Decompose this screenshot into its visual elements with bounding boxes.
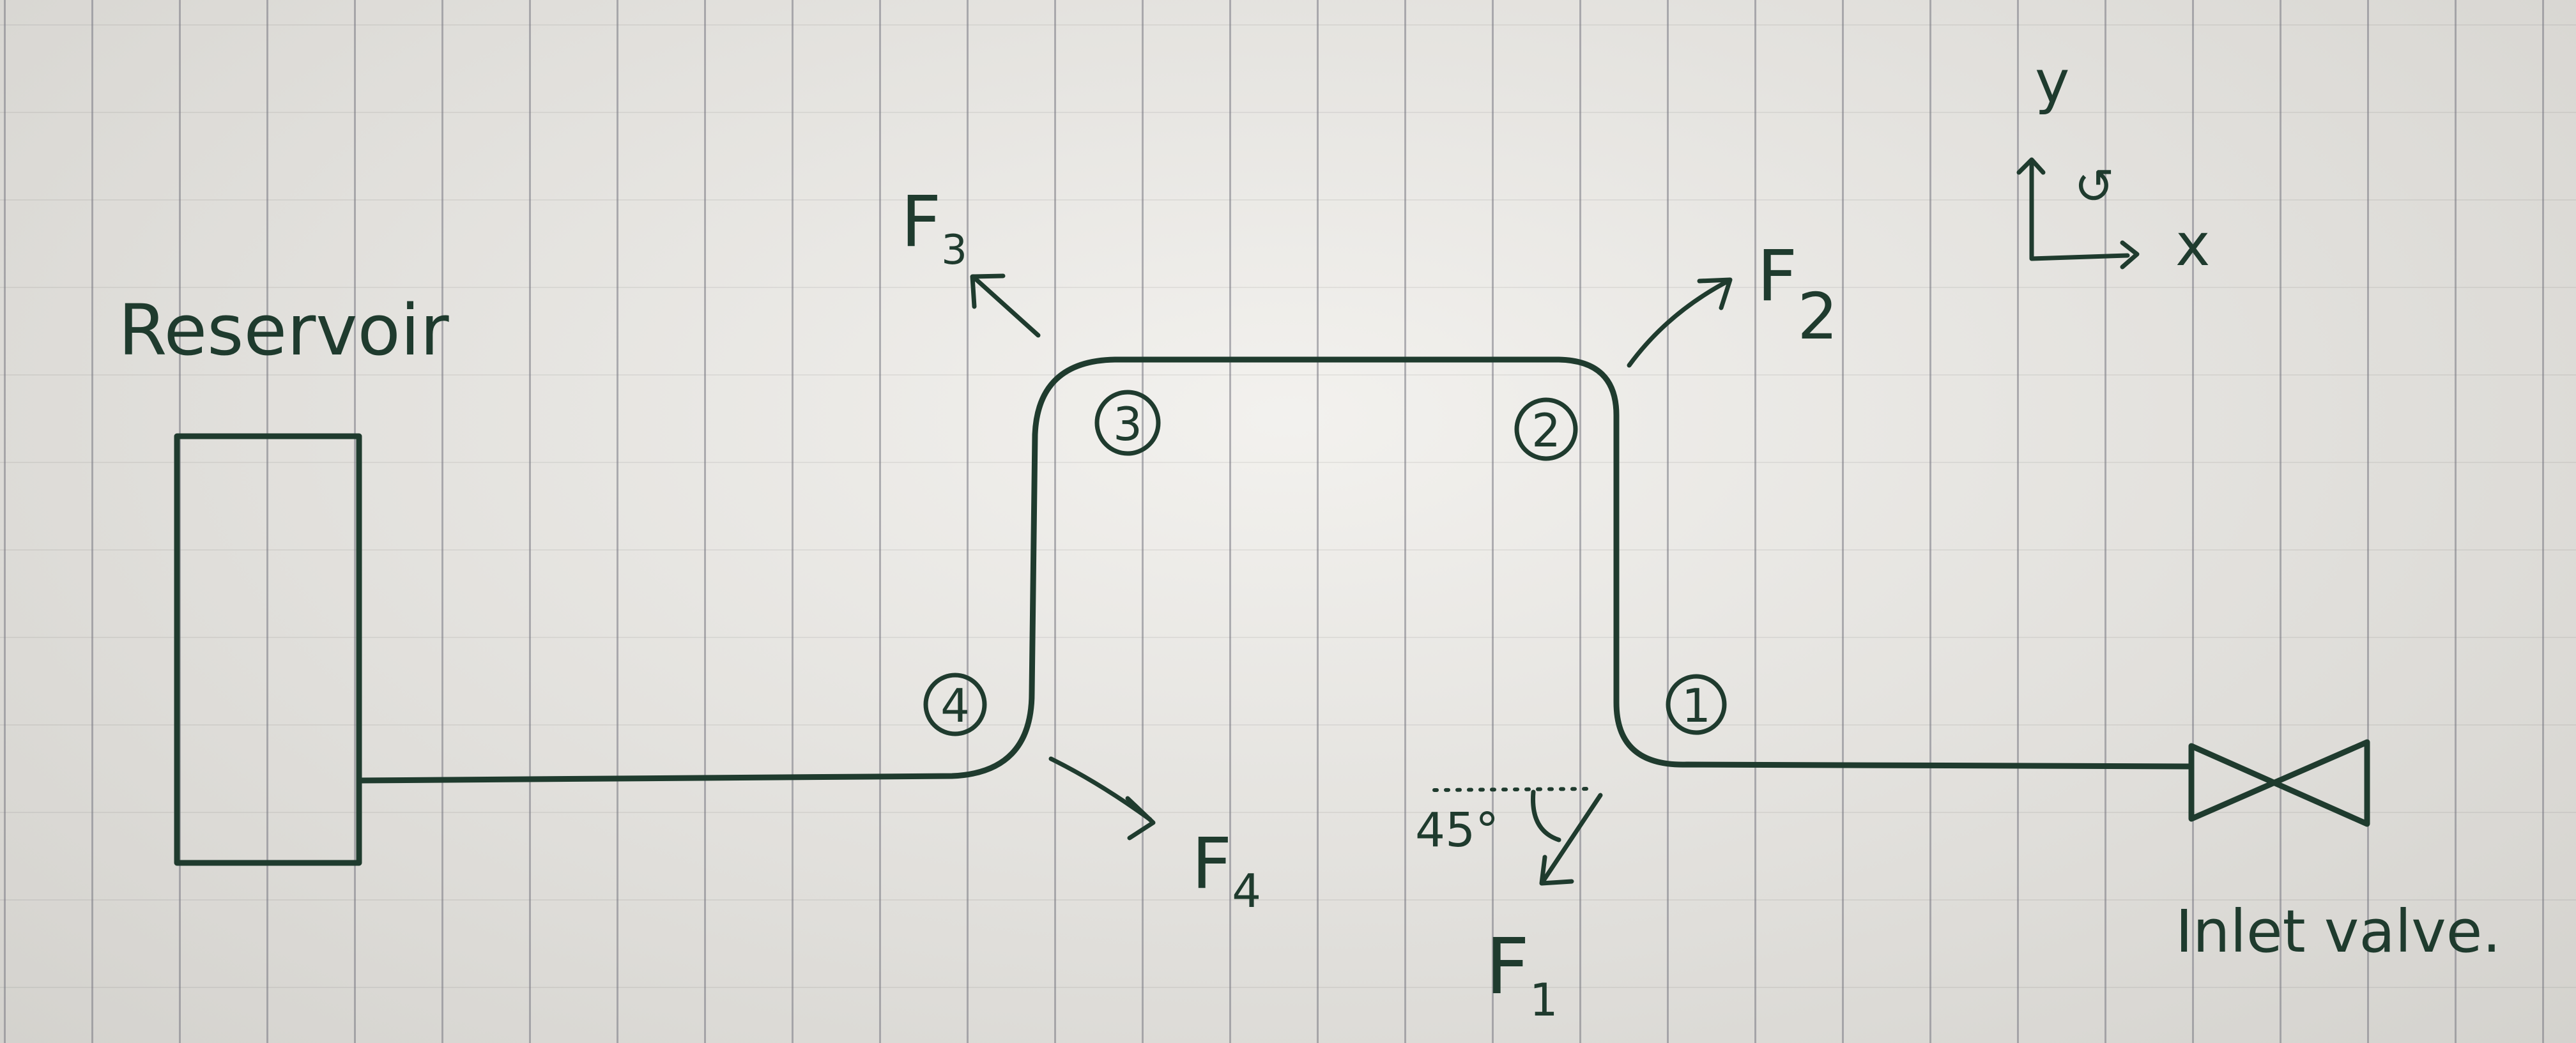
inlet-valve-symbol [2188, 739, 2370, 827]
force-f2-arrow [1627, 277, 1733, 368]
force-f1-label: F1 [1485, 923, 1558, 1026]
rotation-icon: ↺ [2074, 158, 2115, 215]
node-3-label: 3 [1113, 397, 1142, 451]
node-2-label: 2 [1531, 404, 1561, 457]
reservoir-label: Reservoir [118, 289, 449, 371]
force-f3-arrow [970, 273, 1041, 338]
node-4-label: 4 [940, 679, 970, 733]
force-f1-arrow [1531, 789, 1603, 886]
node-4: 4 [923, 673, 987, 736]
inlet-valve-label: Inlet valve. [2175, 897, 2501, 966]
pipe-path [356, 356, 2195, 784]
axis-y-label: y [2035, 48, 2069, 116]
node-3: 3 [1094, 390, 1161, 456]
force-f4-label: F4 [1192, 823, 1261, 918]
axis-x-label: x [2175, 211, 2210, 279]
reference-dotted-line [1432, 787, 1593, 792]
coordinate-axes [2016, 157, 2140, 270]
force-f4-arrow [1048, 756, 1156, 841]
node-1: 1 [1666, 674, 1727, 735]
node-2: 2 [1514, 397, 1578, 461]
node-1-label: 1 [1682, 679, 1711, 733]
force-f2-label: F2 [1757, 235, 1838, 354]
force-f3-label: F3 [901, 181, 967, 274]
reservoir-tank [174, 433, 362, 866]
angle-label: 45° [1415, 803, 1499, 858]
